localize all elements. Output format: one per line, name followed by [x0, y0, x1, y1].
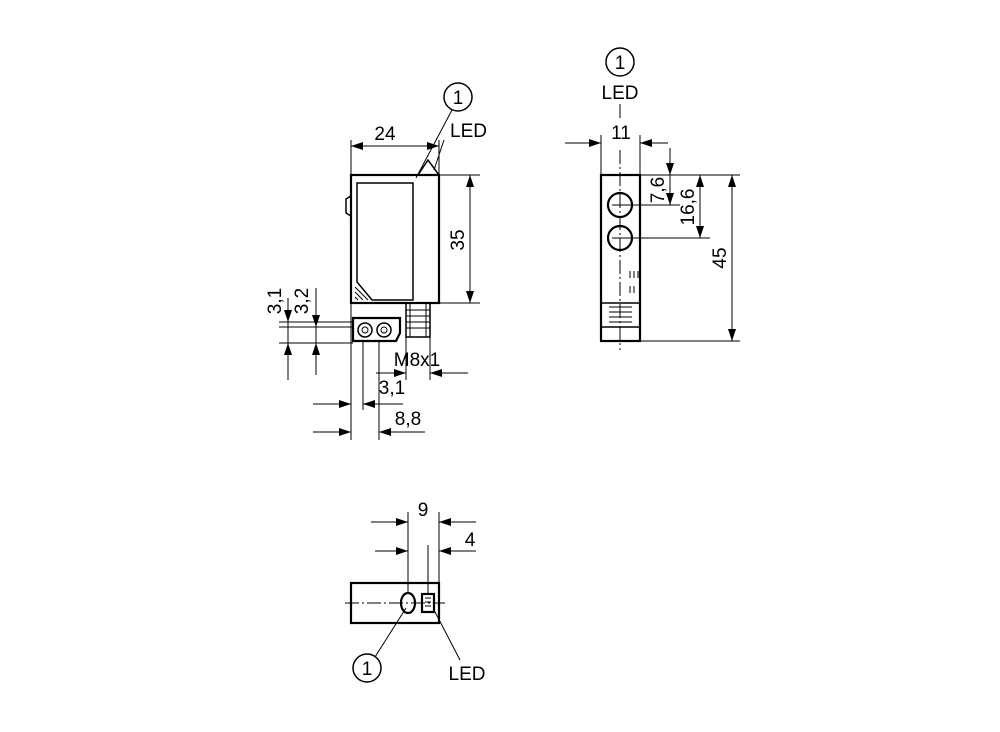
m8-thread: [406, 309, 430, 329]
front-view: 24 1 LED 35 3,1 3,2 M8x1 3,1: [265, 82, 487, 440]
front-led-leader: [433, 139, 445, 171]
mount-hole-1: [357, 322, 373, 338]
dim-24-lines: [350, 140, 440, 175]
dim-16-6-label: 16,6: [678, 189, 699, 226]
dim-3-1-horizontal-label: 3,1: [379, 378, 405, 399]
front-callout-leader: [415, 109, 453, 179]
dim-7-6-label: 7,6: [648, 177, 669, 203]
dim-9-arrow-right: [439, 518, 451, 526]
dim-4-arrow-right: [439, 547, 451, 555]
dim-bottom-ext-lines: [350, 303, 380, 440]
m8-connector: [405, 302, 431, 338]
front-housing: [349, 173, 441, 305]
dim-11-arrow-left: [589, 139, 601, 147]
dim-35-arrow-bottom: [466, 291, 474, 303]
side-view: 1 LED 11 7,6 16,6 45: [565, 47, 740, 350]
front-led-label: LED: [450, 121, 487, 142]
dim-4-label: 4: [465, 530, 476, 551]
side-segment-lines: [601, 302, 640, 328]
side-callout-circle: [605, 47, 635, 77]
mount-hole-1-inner: [361, 326, 369, 334]
dim-3-1-horizontal-arrow-left: [339, 400, 351, 408]
side-callout-number: 1: [615, 53, 626, 74]
side-led-label: LED: [602, 83, 639, 104]
dim-3-2-arrow-top: [312, 315, 320, 327]
front-housing-bump: [345, 195, 352, 217]
lens-window: [356, 182, 414, 301]
dim-7-6-arrow-top: [666, 163, 674, 175]
dim-9-arrow-left: [396, 518, 408, 526]
dim-16-6-arrow-top: [696, 175, 704, 187]
housing-hatch: [354, 286, 369, 301]
dim-45-label: 45: [710, 247, 731, 268]
dim-3-1-vertical-label: 3,1: [265, 288, 286, 314]
front-callout-circle: [443, 82, 473, 112]
dim-side-ext-lines: [620, 174, 740, 342]
mount-hole-2: [376, 322, 392, 338]
top-callout-number: 1: [362, 659, 373, 680]
dim-16-6-arrow-bottom: [696, 226, 704, 238]
dim-4-arrow-left: [396, 547, 408, 555]
dim-35-label: 35: [448, 229, 469, 250]
dim-24-arrow-left: [351, 142, 363, 150]
top-led-leader: [433, 609, 461, 661]
mount-hole-2-inner: [380, 326, 388, 334]
dim-24-label: 24: [374, 124, 396, 145]
dim-8-8-arrow-left: [339, 428, 351, 436]
m8-thread-sides: [409, 303, 427, 337]
dim-m8-lines: [376, 337, 468, 380]
dim-3-1-horizontal-arrow-right: [363, 400, 375, 408]
mounting-bracket: [351, 316, 402, 343]
dim-11-label: 11: [611, 123, 631, 144]
side-thread-marks: [609, 306, 632, 323]
dim-m8-arrow-right: [430, 369, 442, 377]
dim-35-lines: [439, 174, 480, 304]
top-view: 9 4 1 LED: [345, 500, 485, 685]
top-callout-circle: [352, 653, 382, 683]
top-callout-leader: [374, 607, 407, 658]
dim-35-arrow-top: [466, 175, 474, 187]
dim-m8-arrow-left: [394, 369, 406, 377]
dim-8-8-arrow-right: [379, 428, 391, 436]
dim-11-arrow-right: [640, 139, 652, 147]
dim-7-6-arrow-bottom: [666, 193, 674, 205]
front-callout-number: 1: [453, 88, 464, 109]
dim-9-label: 9: [418, 500, 429, 521]
dim-3-1-arrow-bottom: [284, 343, 292, 355]
dim-45-arrow-bottom: [728, 329, 736, 341]
side-detail-marks-2: [629, 286, 635, 293]
front-led-marker: [417, 158, 440, 176]
dim-8-8-label: 8,8: [395, 409, 421, 430]
top-led-marks: [425, 597, 431, 607]
side-detail-marks-1: [629, 271, 639, 278]
dim-top-ext-lines: [407, 512, 440, 594]
dim-m8-label: M8x1: [394, 350, 440, 371]
dim-45-arrow-top: [728, 175, 736, 187]
top-led-label: LED: [449, 664, 486, 685]
dim-3-2-label: 3,2: [292, 288, 313, 314]
dim-11-lines: [565, 135, 668, 175]
dim-3-2-arrow-bottom: [312, 343, 320, 355]
dim-3-1-arrow-top: [284, 310, 292, 322]
